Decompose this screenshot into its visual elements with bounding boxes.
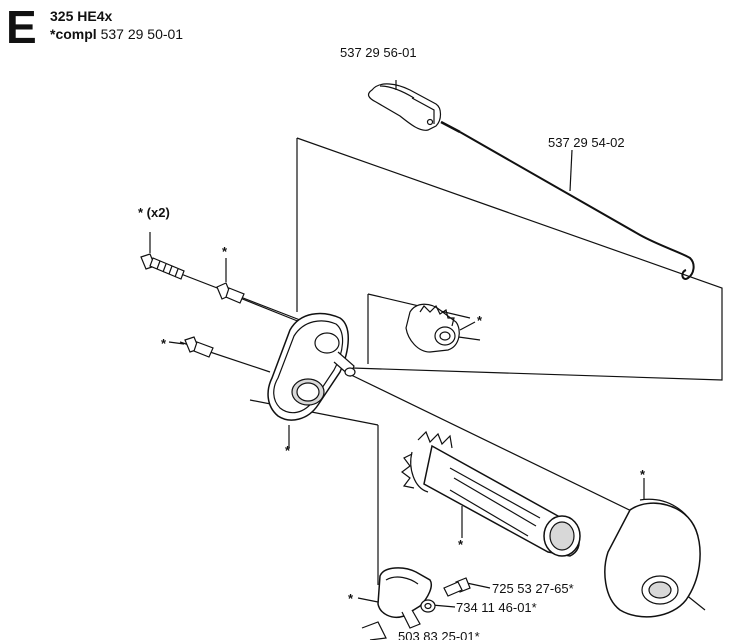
marker-grip-tube: * (458, 537, 464, 552)
part-label-clip: 503 83 25-01* (398, 629, 480, 640)
small-screw-part (443, 577, 471, 597)
compl-prefix: *compl (50, 26, 97, 42)
part-label-small-screw: 725 53 27-65* (492, 581, 574, 596)
small-gear-part (405, 303, 476, 353)
part-label-washer: 734 11 46-01* (456, 600, 537, 615)
marker-short-screw-upper: * (222, 244, 228, 259)
marker-clamp-ring: * (348, 591, 354, 606)
marker-end-cap: * (640, 467, 646, 482)
compl-number: 537 29 50-01 (100, 26, 184, 42)
grip-tube-part (401, 430, 581, 557)
housing-plate-part (267, 312, 356, 448)
long-screw-part (140, 232, 185, 280)
end-cap-part (604, 478, 701, 618)
part-label-throttle-wire: 537 29 54-02 (548, 135, 625, 150)
short-screw-upper-part (216, 258, 245, 304)
section-letter: E (6, 1, 37, 53)
complete-assembly-number: *compl 537 29 50-01 (50, 27, 183, 41)
control-knob-part (367, 80, 442, 131)
clamp-ring-part (357, 567, 432, 640)
short-screw-middle-part (168, 336, 214, 358)
throttle-wire-part (440, 120, 695, 280)
marker-short-screw-middle: * (161, 336, 167, 351)
marker-housing-plate: * (285, 443, 291, 458)
model-name: 325 HE4x (50, 8, 113, 24)
part-label-control-knob: 537 29 56-01 (340, 45, 417, 60)
washer-part (420, 599, 436, 613)
marker-small-gear: * (477, 313, 483, 328)
marker-long-screw-x2: * (x2) (138, 205, 170, 220)
